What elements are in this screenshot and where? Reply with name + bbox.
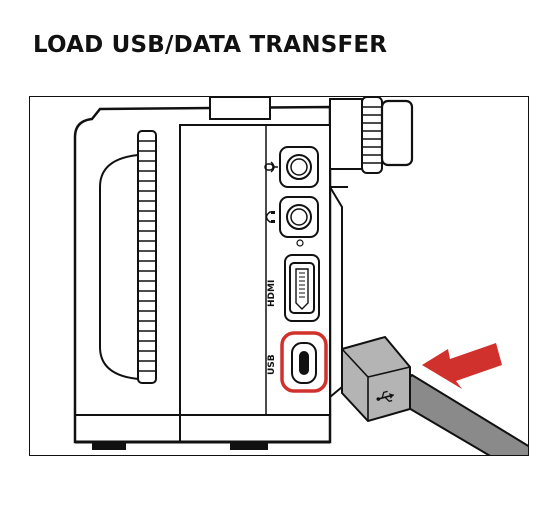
grip-edge (137, 130, 157, 384)
hdmi-port (284, 254, 320, 322)
microphone-icon (264, 161, 278, 173)
usb-label: USB (267, 354, 277, 375)
usb-symbol-icon (376, 390, 394, 403)
cable-connector (341, 335, 411, 423)
usb-c-port (280, 331, 328, 393)
eyepiece-ring (361, 97, 383, 174)
camera-drawing: HDMI USB (73, 97, 528, 455)
camera-illustration: HDMI USB (29, 96, 529, 456)
top-plate (209, 97, 271, 120)
insertion-arrow-icon (422, 343, 502, 389)
page-title: LOAD USB/DATA TRANSFER (33, 32, 388, 58)
hdmi-label: HDMI (267, 280, 277, 307)
eyepiece-housing (329, 98, 363, 170)
headphones-icon (265, 211, 275, 223)
usb-cable (341, 335, 528, 455)
headphone-port (279, 196, 319, 238)
hand-grip (99, 154, 139, 380)
mic-port (279, 146, 319, 188)
eyecup (380, 99, 414, 167)
